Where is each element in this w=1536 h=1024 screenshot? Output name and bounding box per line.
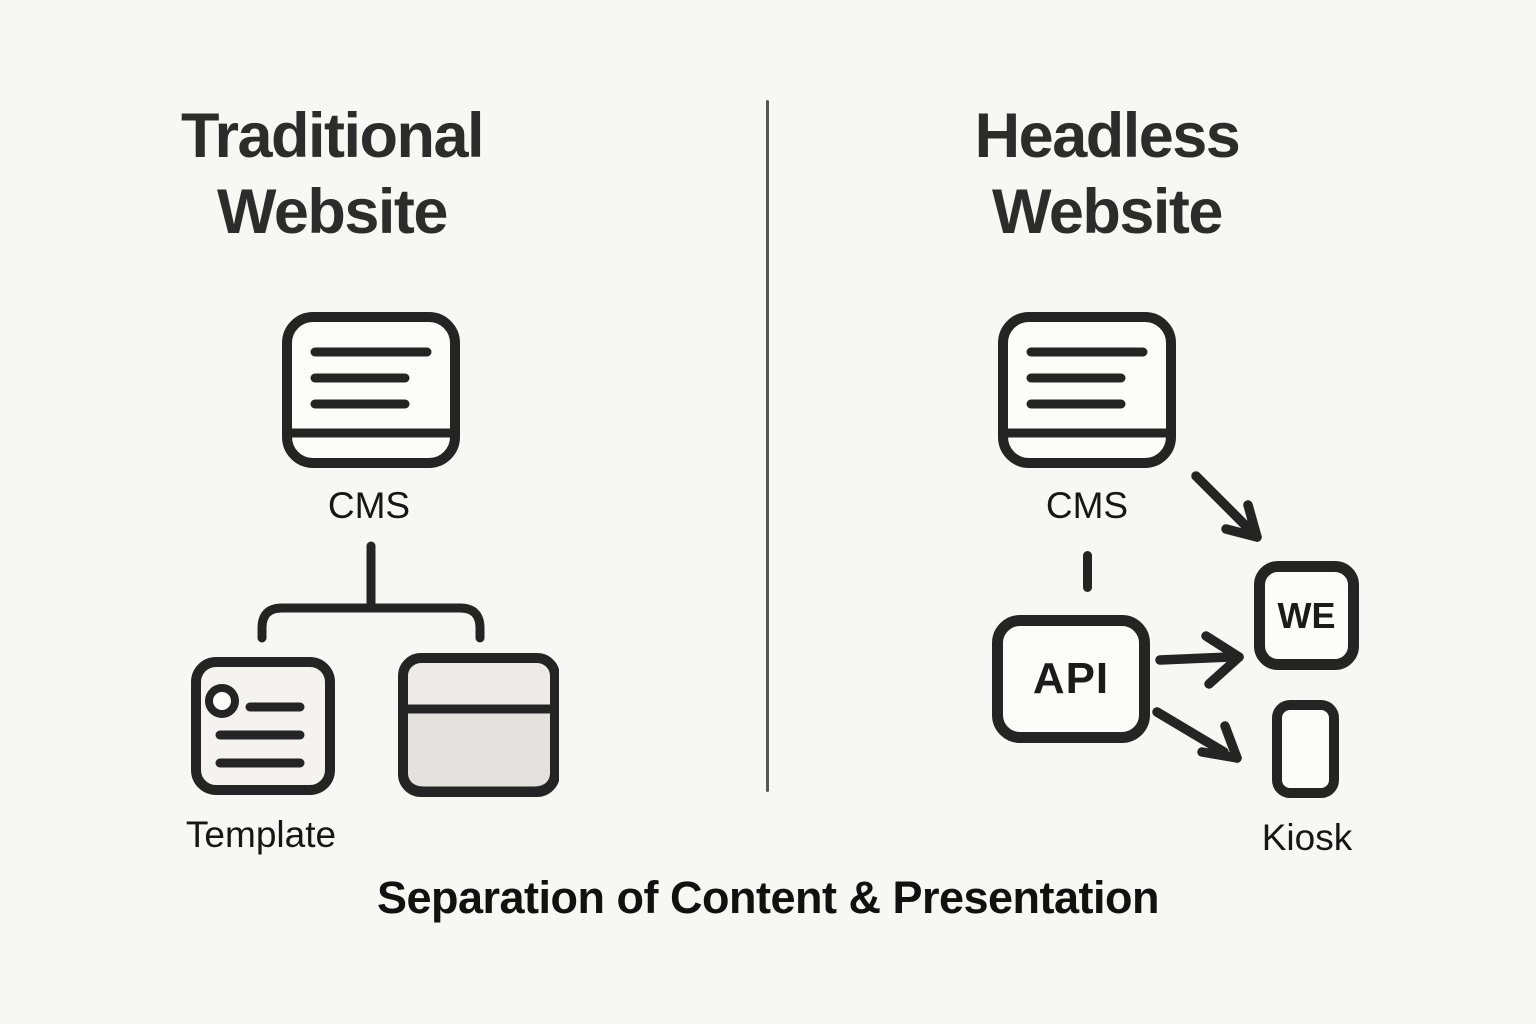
branch-connector-line [257, 541, 485, 643]
caption-text: Separation of Content & Presentation [376, 872, 1160, 923]
phone-kiosk-icon [1272, 700, 1339, 798]
arrow-cms-to-web-icon [1191, 471, 1262, 542]
left-cms-label: CMS [327, 485, 411, 526]
panel-divider-line [766, 100, 769, 792]
left-title-line1: Traditional [180, 101, 485, 171]
right-title-line1: Headless [974, 101, 1241, 171]
template-label: Template [185, 814, 337, 855]
template-card-icon [191, 657, 335, 795]
left-title-line2: Website [217, 177, 448, 247]
browser-window-icon [398, 653, 559, 797]
cms-document-icon [998, 312, 1176, 468]
web-box: WE [1254, 561, 1359, 670]
arrow-api-to-web-icon [1155, 631, 1244, 689]
web-label: WE [1277, 594, 1336, 636]
arrow-api-to-kiosk-icon [1152, 707, 1242, 763]
cms-document-icon [282, 312, 460, 468]
left-panel-title: Traditional Website [82, 98, 582, 250]
right-panel-title: Headless Website [857, 98, 1357, 250]
api-box: API [992, 615, 1150, 743]
kiosk-label: Kiosk [1261, 817, 1353, 858]
api-label: API [1032, 654, 1110, 703]
right-cms-label: CMS [1045, 485, 1129, 526]
cms-api-dash-line [1083, 551, 1092, 592]
right-title-line2: Website [992, 177, 1223, 247]
